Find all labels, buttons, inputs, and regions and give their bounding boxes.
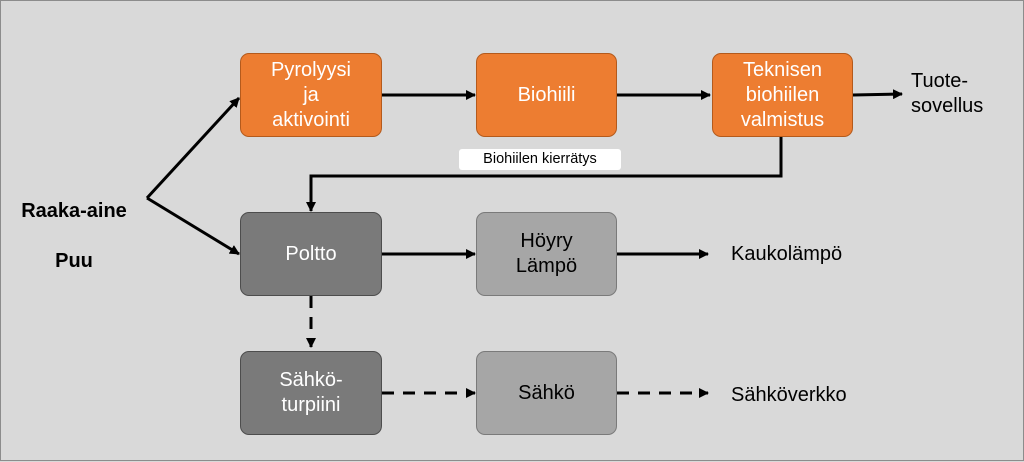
source-label: Raaka-aine Puu (11, 174, 137, 274)
arrow-biochar-recycle (306, 137, 783, 212)
recycle-label: Biohiilen kierrätys (459, 149, 621, 170)
arrow-source-to-combustion (146, 196, 240, 256)
technical-biochar-box: Teknisen biohiilen valmistus (712, 53, 853, 137)
arrow-source-to-pyrolysis (145, 96, 241, 200)
source-line-1: Raaka-aine (21, 200, 127, 222)
source-line-2: Puu (55, 250, 93, 272)
combustion-box: Poltto (240, 212, 382, 296)
turbine-box: Sähkö- turpiini (240, 351, 382, 435)
grid-label: Sähköverkko (731, 384, 847, 406)
biochar-box: Biohiili (476, 53, 617, 137)
pyrolysis-box: Pyrolyysi ja aktivointi (240, 53, 382, 137)
product-output-label: Tuote- sovellus (911, 70, 984, 117)
electricity-box: Sähkö (476, 351, 617, 435)
district-heat-label: Kaukolämpö (731, 243, 843, 265)
arrow-technical-to-product (852, 89, 903, 100)
steam-heat-box: Höyry Lämpö (476, 212, 617, 296)
